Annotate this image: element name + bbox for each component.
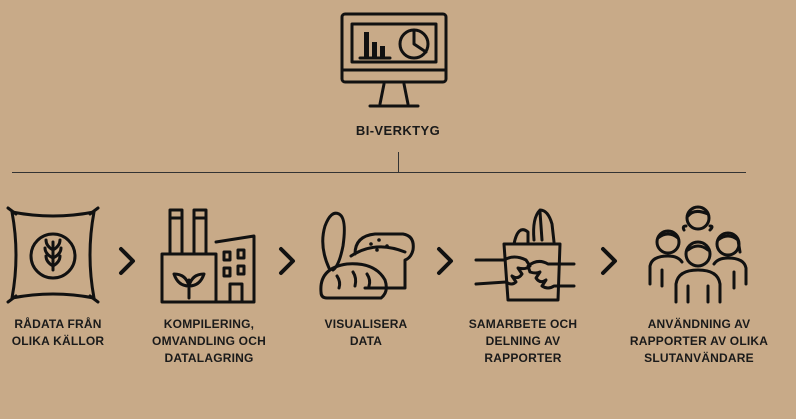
chevron-right-icon xyxy=(437,247,453,275)
step-4-label: SAMARBETE OCH DELNING AV RAPPORTER xyxy=(468,317,578,365)
people-group-icon xyxy=(648,205,748,304)
step-3-label: VISUALISERA DATA xyxy=(324,317,408,348)
bread-icon xyxy=(319,211,415,300)
monitor-chart-icon xyxy=(340,12,448,108)
chevron-right-icon xyxy=(601,247,617,275)
handover-bag-icon xyxy=(474,208,576,302)
chevron-right-icon xyxy=(279,247,295,275)
chevron-right-icon xyxy=(119,247,135,275)
factory-icon xyxy=(160,208,256,304)
grain-sack-icon xyxy=(6,206,100,304)
step-1-label: RÅDATA FRÅN OLIKA KÄLLOR xyxy=(11,317,105,348)
top-title: BI-VERKTYG xyxy=(355,123,441,138)
step-2-label: KOMPILERING, OMVANDLING OCH DATALAGRING xyxy=(152,317,266,365)
connector-horizontal xyxy=(12,172,746,173)
step-5-label: ANVÄNDNING AV RAPPORTER AV OLIKA SLUTANV… xyxy=(629,317,769,365)
connector-vertical xyxy=(398,152,399,172)
